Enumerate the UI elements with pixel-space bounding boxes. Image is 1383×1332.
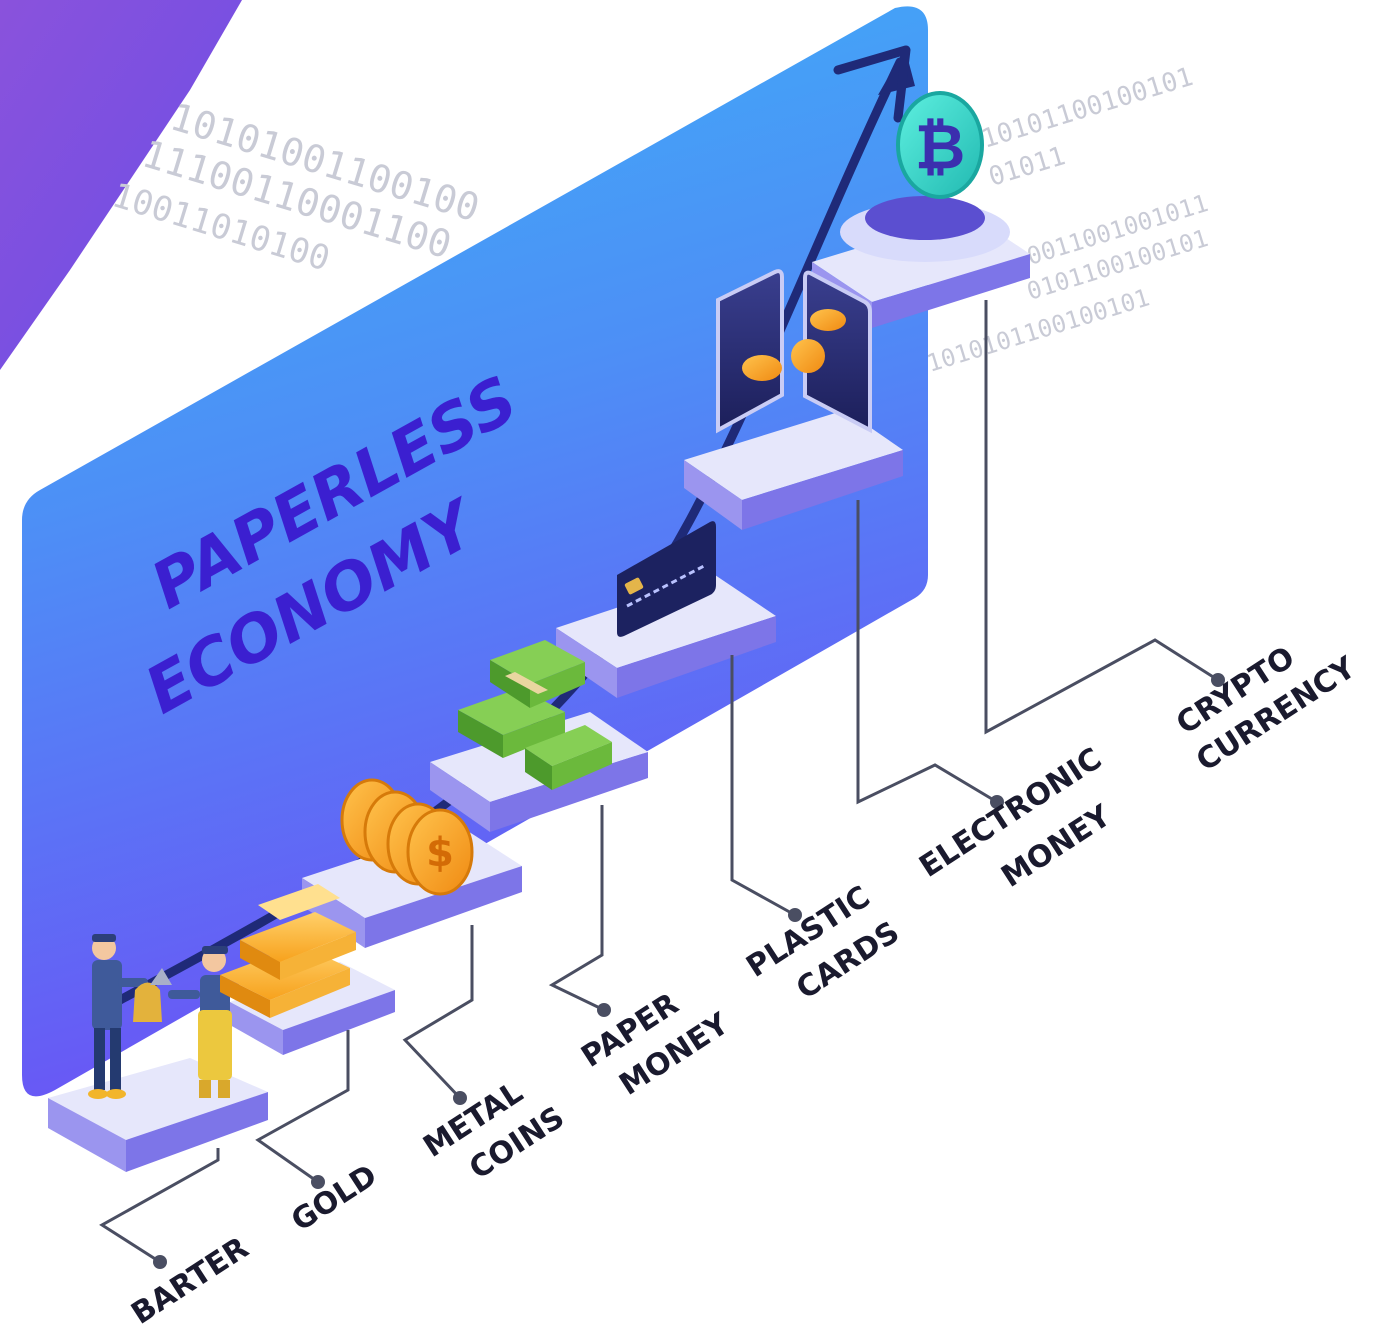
binary-string: 10101100100101 bbox=[978, 62, 1196, 155]
leader-dot-gold bbox=[311, 1175, 325, 1189]
dollar-symbol: $ bbox=[426, 830, 454, 876]
leader-line-gold bbox=[255, 1030, 350, 1184]
leader-line-plastic-cards bbox=[730, 655, 796, 917]
paper-money-icon bbox=[458, 640, 612, 790]
leader-line-metal-coins bbox=[402, 925, 474, 1100]
leader-dot-barter bbox=[153, 1255, 167, 1269]
platform-plastic-cards bbox=[556, 575, 776, 698]
board-panel bbox=[22, 6, 928, 1097]
leader-dot-paper-money bbox=[597, 1003, 611, 1017]
barter-people-icon bbox=[88, 934, 232, 1099]
gold-bars-icon bbox=[220, 884, 356, 1018]
leader-line-barter bbox=[99, 1148, 220, 1264]
electronic-money-icon bbox=[716, 269, 872, 434]
leader-dot-metal-coins bbox=[453, 1091, 467, 1105]
corner-decoration bbox=[0, 0, 242, 370]
leader-dots bbox=[153, 673, 1225, 1269]
leader-line-paper-money bbox=[548, 805, 605, 1012]
crypto-coin-icon: ₿ bbox=[840, 91, 1010, 262]
leader-lines bbox=[99, 300, 1219, 1264]
leader-dot-crypto-currency bbox=[1211, 673, 1225, 687]
leader-line-electronic-money bbox=[856, 500, 998, 805]
bitcoin-symbol: ₿ bbox=[915, 110, 966, 183]
leader-dot-plastic-cards bbox=[788, 908, 802, 922]
label-barter: BARTER bbox=[125, 1231, 255, 1332]
metal-coins-icon: $ bbox=[340, 778, 474, 896]
plastic-card-icon bbox=[617, 521, 716, 637]
leader-line-crypto-currency bbox=[984, 300, 1219, 735]
leader-dot-electronic-money bbox=[990, 795, 1004, 809]
platform-electronic-money bbox=[684, 410, 903, 530]
